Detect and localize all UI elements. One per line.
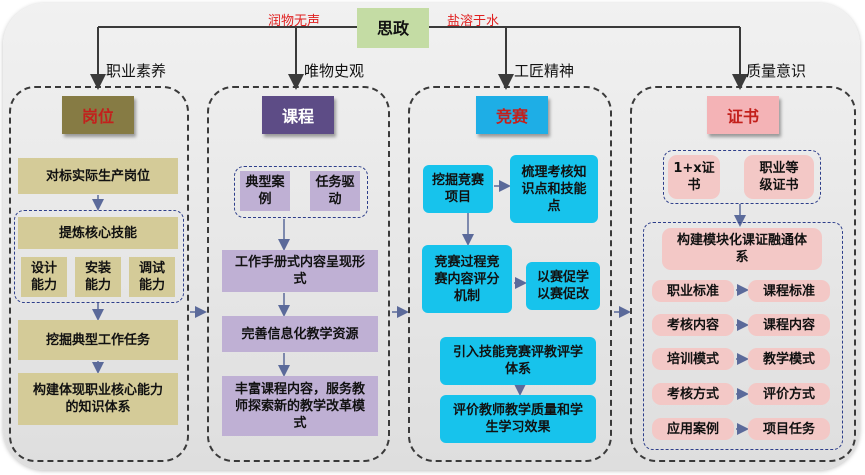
pair-right-1: 课程标准 — [748, 280, 830, 302]
skill-install: 安装能力 — [75, 257, 121, 297]
root-node: 思政 — [357, 8, 429, 48]
group-cases-tasks — [234, 166, 368, 218]
header-post: 岗位 — [62, 96, 134, 134]
column-competition — [408, 86, 612, 462]
branch-label-4: 质量意识 — [746, 62, 807, 80]
box-process-scoring: 竞赛过程竞赛内容评分机制 — [422, 245, 512, 313]
box-evaluate-quality: 评价教师教学质量和学生学习效果 — [440, 395, 596, 443]
box-module-system: 构建模块化课证融通体系 — [662, 228, 822, 270]
box-level-cert: 职业等级证书 — [744, 155, 814, 199]
header-certificate: 证书 — [707, 96, 779, 134]
header-course: 课程 — [262, 96, 334, 134]
left-note: 润物无声 — [268, 14, 321, 29]
group-certificates — [663, 150, 821, 204]
box-refine-skills: 提炼核心技能 — [18, 217, 178, 249]
pair-right-4: 评价方式 — [748, 383, 830, 405]
box-mine-competition: 挖掘竞赛项目 — [423, 165, 493, 213]
pair-right-5: 项目任务 — [748, 418, 830, 440]
box-build-knowledge: 构建体现职业核心能力的知识体系 — [18, 373, 178, 425]
right-note: 盐溶于水 — [447, 14, 500, 29]
box-1x-cert: 1+x证书 — [668, 155, 720, 199]
box-sort-points: 梳理考核知识点和技能点 — [510, 155, 598, 223]
box-introduce-system: 引入技能竞赛评教评学体系 — [440, 337, 596, 385]
box-enrich-content: 丰富课程内容，服务教师探索新的教学改革模式 — [222, 376, 378, 436]
pair-left-1: 职业标准 — [652, 280, 734, 302]
pair-left-2: 考核内容 — [652, 314, 734, 336]
skill-debug: 调试能力 — [129, 257, 175, 297]
box-mine-tasks: 挖掘典型工作任务 — [18, 320, 178, 360]
group-core-skills — [14, 210, 184, 303]
column-certificate — [630, 86, 856, 462]
pair-right-3: 教学模式 — [748, 348, 830, 370]
pair-left-3: 培训模式 — [652, 348, 734, 370]
skill-design: 设计能力 — [21, 257, 67, 297]
box-it-resources: 完善信息化教学资源 — [222, 316, 378, 352]
pair-left-4: 考核方式 — [652, 383, 734, 405]
box-typical-cases: 典型案例 — [240, 171, 290, 211]
column-course — [207, 86, 390, 462]
column-post — [9, 86, 189, 462]
branch-label-1: 职业素养 — [106, 62, 167, 80]
box-benchmark: 对标实际生产岗位 — [18, 158, 178, 194]
box-work-manual: 工作手册式内容呈现形式 — [222, 250, 378, 292]
pair-left-5: 应用案例 — [652, 418, 734, 440]
branch-label-3: 工匠精神 — [514, 62, 575, 80]
box-task-driven: 任务驱动 — [310, 171, 360, 211]
pair-right-2: 课程内容 — [748, 314, 830, 336]
group-module-system — [643, 222, 843, 450]
box-promote-learning: 以赛促学以赛促改 — [526, 262, 600, 310]
branch-label-2: 唯物史观 — [304, 62, 365, 80]
header-competition: 竞赛 — [476, 96, 548, 134]
